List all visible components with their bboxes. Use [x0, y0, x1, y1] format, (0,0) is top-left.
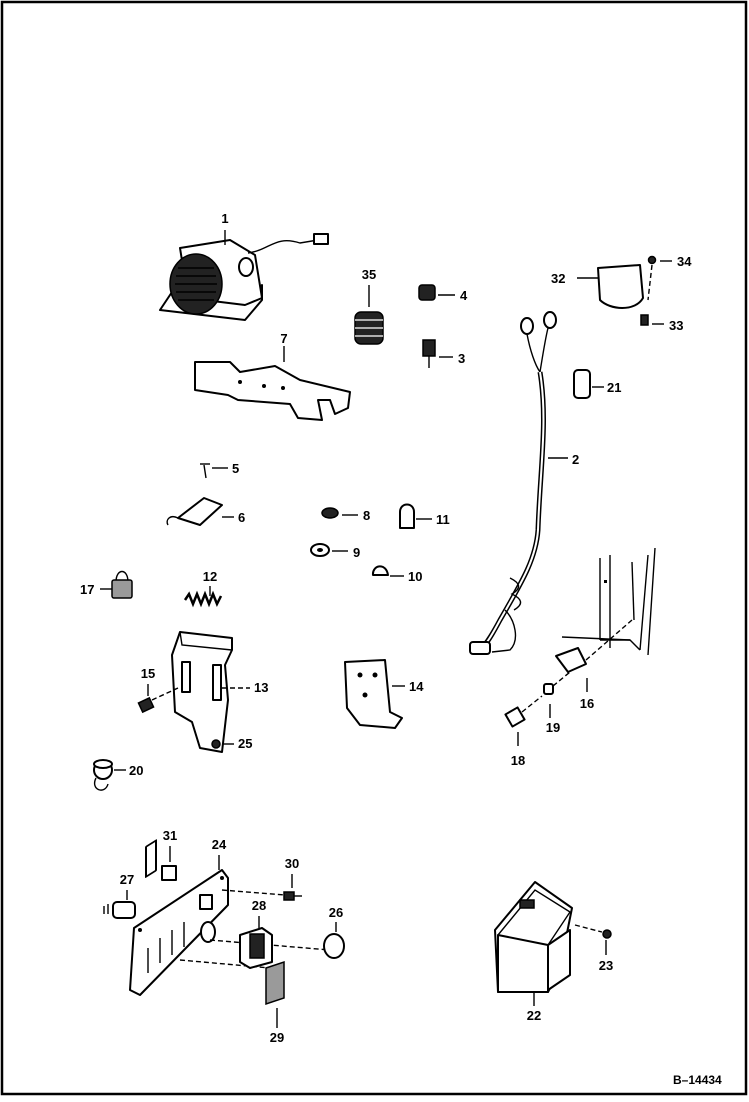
part-32-clamp: [577, 264, 644, 309]
callout-8: 8: [363, 508, 370, 523]
callout-27: 27: [120, 872, 134, 887]
callout-1: 1: [221, 211, 228, 226]
part-8-washer: [321, 507, 358, 519]
callout-26: 26: [329, 905, 343, 920]
callout-6: 6: [238, 510, 245, 525]
callout-31: 31: [163, 828, 177, 843]
part-31-clip: [161, 846, 177, 881]
part-35-rubber-mount: [354, 285, 384, 345]
part-25-nut: [211, 739, 234, 749]
callout-3: 3: [458, 351, 465, 366]
part-21-sleeve: [573, 369, 604, 399]
part-26-plug: [323, 922, 345, 959]
figure-id: B–14434: [673, 1073, 722, 1087]
callout-12: 12: [203, 569, 217, 584]
callout-14: 14: [409, 679, 424, 694]
part-10-grommet: [372, 565, 404, 577]
callout-10: 10: [408, 569, 422, 584]
part-9-washer: [310, 543, 348, 557]
callout-16: 16: [580, 696, 594, 711]
part-4-nut: [418, 284, 455, 301]
callout-29: 29: [270, 1030, 284, 1045]
callout-19: 19: [546, 720, 560, 735]
callout-21: 21: [607, 380, 621, 395]
callout-24: 24: [212, 837, 227, 852]
part-19-spacer: [543, 671, 571, 718]
part-2-wire-harness: [469, 311, 568, 655]
callout-25: 25: [238, 736, 252, 751]
part-16-frame-bracket: [555, 547, 656, 692]
callout-32: 32: [551, 271, 565, 286]
part-34-nut: [647, 255, 672, 301]
callout-23: 23: [599, 958, 613, 973]
part-33-screw: [640, 314, 664, 326]
part-13-lever-housing: [171, 631, 250, 753]
part-24-switch-panel: [129, 839, 331, 996]
callout-11: 11: [436, 512, 450, 527]
callout-9: 9: [353, 545, 360, 560]
part-3-stud: [422, 339, 453, 368]
part-12-spring: [183, 586, 223, 608]
callout-22: 22: [527, 1008, 541, 1023]
callout-18: 18: [511, 753, 525, 768]
callout-13: 13: [254, 680, 268, 695]
callout-20: 20: [129, 763, 143, 778]
callout-34: 34: [677, 254, 692, 269]
part-20-cap: [93, 759, 126, 791]
part-5-screw: [200, 463, 228, 479]
part-23-screw: [574, 924, 612, 955]
part-11-nut: [399, 503, 432, 529]
callout-15: 15: [141, 666, 155, 681]
part-22-fuse-box: [494, 881, 573, 1006]
part-6-switch: [166, 497, 234, 526]
callout-7: 7: [280, 331, 287, 346]
callout-5: 5: [232, 461, 239, 476]
part-14-plate-bracket: [344, 659, 405, 729]
part-17-padlock: [100, 570, 133, 599]
part-29-lens: [265, 960, 285, 1028]
part-15-bolt: [137, 684, 179, 714]
callout-4: 4: [460, 288, 468, 303]
callout-30: 30: [285, 856, 299, 871]
callout-35: 35: [362, 267, 376, 282]
part-18-bolt: [504, 695, 543, 746]
part-28-rocker-switch: [239, 916, 273, 969]
callout-2: 2: [572, 452, 579, 467]
callout-17: 17: [80, 582, 94, 597]
part-27-connector: [103, 890, 136, 919]
callout-28: 28: [252, 898, 266, 913]
callout-33: 33: [669, 318, 683, 333]
part-30-screw: [283, 874, 302, 901]
part-1-backup-alarm: [159, 230, 329, 321]
part-7-mounting-bracket: [194, 346, 351, 421]
